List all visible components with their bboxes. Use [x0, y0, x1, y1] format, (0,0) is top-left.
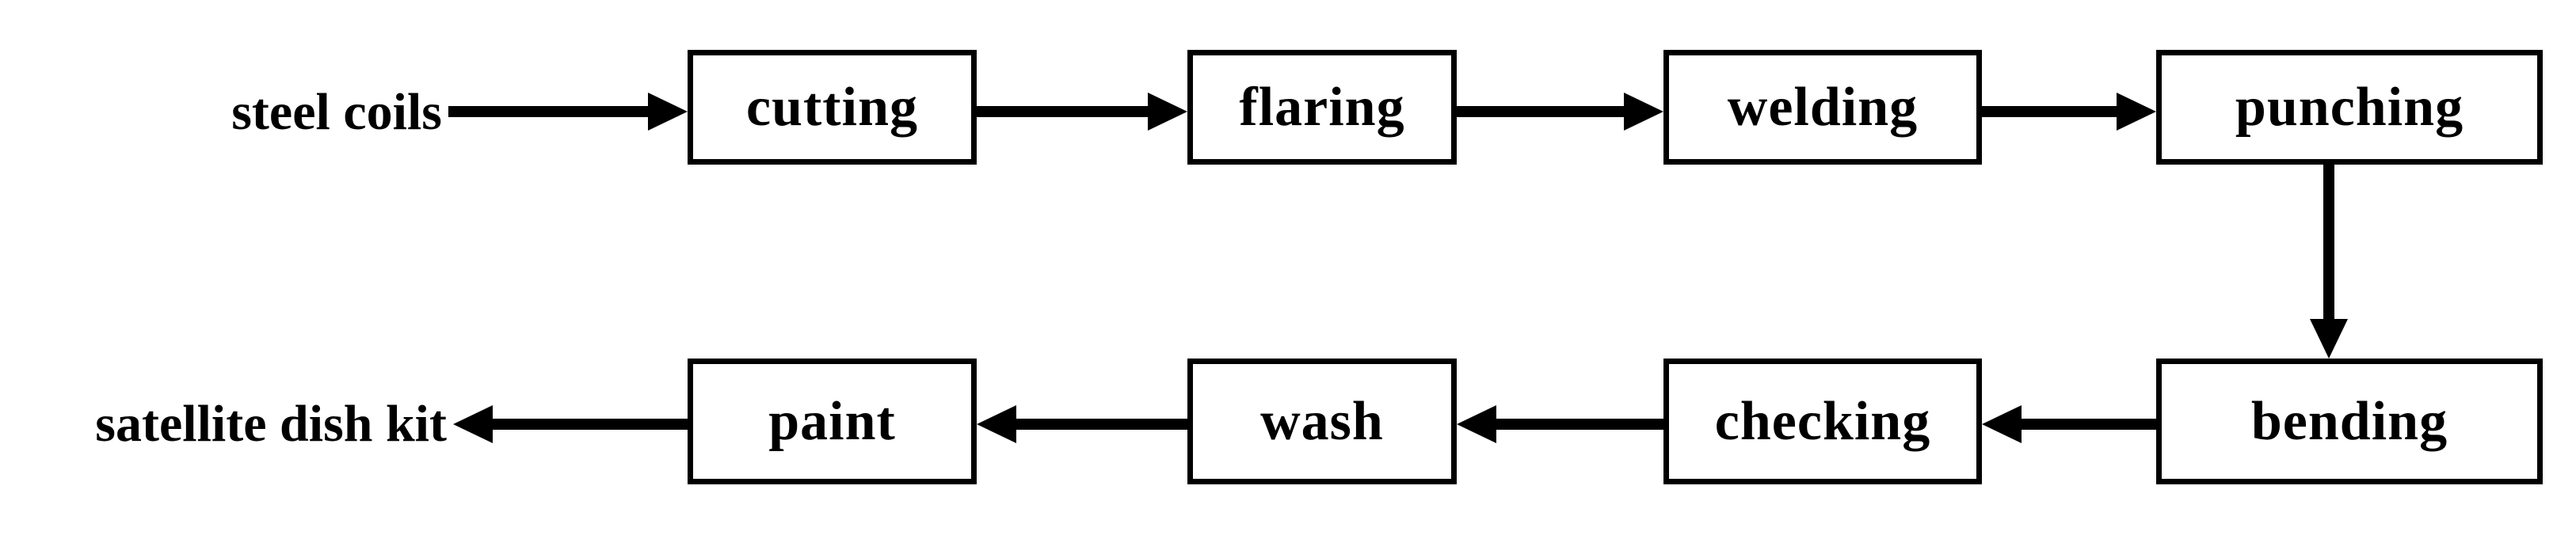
node-checking-label: checking: [1714, 390, 1931, 452]
node-wash: wash: [1187, 359, 1457, 484]
node-cutting-label: cutting: [746, 76, 918, 138]
node-punching: punching: [2156, 50, 2543, 165]
output-label-satellite-dish-kit: satellite dish kit: [95, 395, 447, 453]
node-cutting: cutting: [688, 50, 977, 165]
node-paint: paint: [688, 359, 977, 484]
input-label-steel-coils: steel coils: [231, 83, 442, 141]
node-welding: welding: [1663, 50, 1982, 165]
node-welding-label: welding: [1727, 76, 1919, 138]
node-wash-label: wash: [1260, 390, 1384, 452]
node-checking: checking: [1663, 359, 1982, 484]
node-flaring-label: flaring: [1239, 76, 1405, 138]
node-bending: bending: [2156, 359, 2543, 484]
node-bending-label: bending: [2250, 390, 2448, 452]
node-flaring: flaring: [1187, 50, 1457, 165]
node-punching-label: punching: [2235, 76, 2464, 138]
node-paint-label: paint: [768, 390, 896, 452]
